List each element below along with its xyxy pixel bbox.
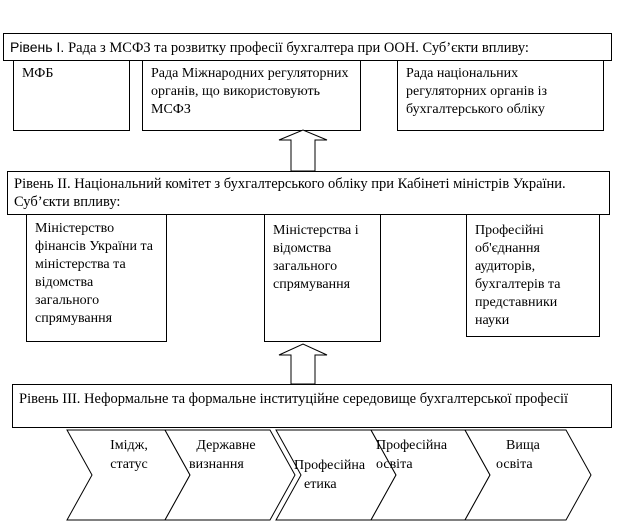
factor-5-label: Вища освіта (496, 436, 556, 474)
level1-subject-1: МФБ (13, 60, 130, 131)
level1-prefix: Рівень І. (10, 39, 69, 55)
factor-1-label: Імідж, статус (94, 436, 164, 474)
factor-5-line1: Вища (506, 438, 540, 453)
chevron-2 (164, 429, 296, 521)
level2-subject-2-text: Міністерства і відомства загального спря… (273, 223, 359, 292)
factor-2-line1: Державне (196, 438, 256, 453)
chevron-5 (464, 429, 592, 521)
factor-4-label: Професійна освіта (376, 436, 462, 474)
factor-2-label: Державне визнання (186, 436, 266, 474)
factor-4-line2: освіта (376, 457, 413, 472)
level1-subject-1-text: МФБ (22, 66, 54, 81)
factor-3-label: Професійна етика (294, 456, 374, 494)
factor-2-line2: визнання (189, 457, 244, 472)
level2-subject-2: Міністерства і відомства загального спря… (264, 214, 381, 342)
level1-subject-2-text: Рада Міжнародних регуляторних органів, щ… (151, 66, 349, 117)
level2-title: Рівень ІІ. Національний комітет з бухгал… (14, 176, 566, 210)
factor-5-line2: освіта (496, 457, 533, 472)
arrow-level2-to-level1 (278, 129, 328, 172)
level2-subject-3: Професійні об'єднання аудиторів, бухгалт… (466, 214, 600, 337)
level2-header: Рівень ІІ. Національний комітет з бухгал… (7, 171, 610, 215)
factor-1-line1: Імідж, (110, 438, 148, 453)
level1-subject-3-text: Рада національних регуляторних органів і… (406, 66, 548, 117)
level2-subject-1-text: Міністерство фінансів України та міністе… (35, 221, 153, 326)
factor-3-line2: етика (304, 477, 337, 492)
level3-header: Рівень ІІІ. Неформальне та формальне інс… (12, 384, 612, 428)
level1-header: Рівень І. Рада з МСФЗ та розвитку профес… (3, 33, 612, 61)
level1-subject-3: Рада національних регуляторних органів і… (397, 60, 604, 131)
level2-subject-3-text: Професійні об'єднання аудиторів, бухгалт… (475, 223, 561, 328)
level1-title: Рада з МСФЗ та розвитку професії бухгалт… (68, 40, 529, 56)
factor-3-line1: Професійна (294, 458, 366, 473)
level1-subject-2: Рада Міжнародних регуляторних органів, щ… (142, 60, 361, 131)
level3-title: Рівень ІІІ. Неформальне та формальне інс… (19, 391, 569, 407)
factor-4-line1: Професійна (376, 438, 448, 453)
factor-1-line2: статус (110, 457, 148, 472)
level2-subject-1: Міністерство фінансів України та міністе… (26, 214, 167, 342)
arrow-level3-to-level2 (278, 343, 328, 385)
